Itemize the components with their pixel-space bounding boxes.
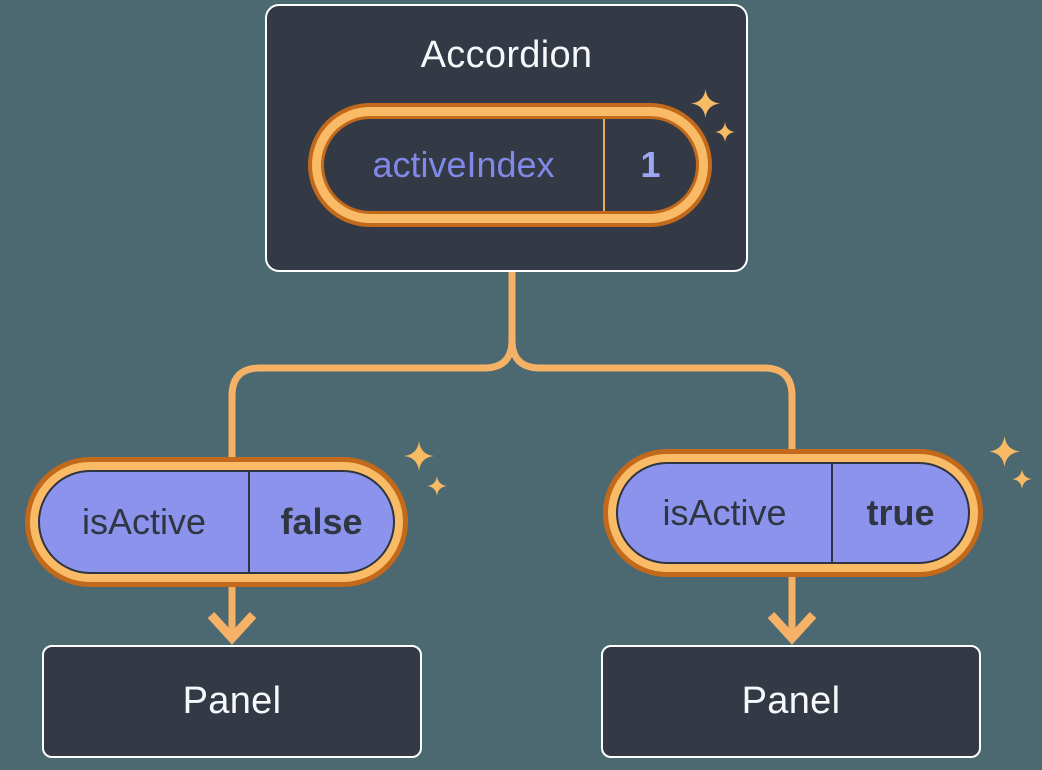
sparkle-icon: [715, 122, 735, 142]
panel-node-title: Panel: [741, 680, 841, 722]
sparkle-icon: [427, 476, 447, 496]
prop-pill-is-active-true: isActive true: [603, 449, 983, 577]
sparkle-icon: [404, 441, 434, 471]
panel-node-title: Panel: [182, 680, 282, 722]
state-label: activeIndex: [324, 119, 605, 211]
panel-node-right: Panel: [601, 645, 981, 758]
prop-value: true: [866, 492, 935, 533]
state-pill-active-index: activeIndex 1: [308, 103, 712, 227]
accordion-node-title: Accordion: [420, 34, 593, 76]
state-value: 1: [640, 144, 661, 185]
sparkle-icon: [691, 89, 720, 118]
prop-label: isActive: [40, 472, 250, 572]
sparkle-icon: [1012, 469, 1032, 489]
panel-node-left: Panel: [42, 645, 422, 758]
connector-right-branch: [508, 272, 796, 634]
prop-label: isActive: [618, 464, 833, 562]
prop-pill-is-active-false: isActive false: [25, 457, 408, 587]
arrow-down-icon: [207, 611, 257, 645]
arrow-down-icon: [767, 611, 817, 645]
prop-value: false: [280, 501, 363, 542]
sparkle-icon: [989, 436, 1020, 467]
